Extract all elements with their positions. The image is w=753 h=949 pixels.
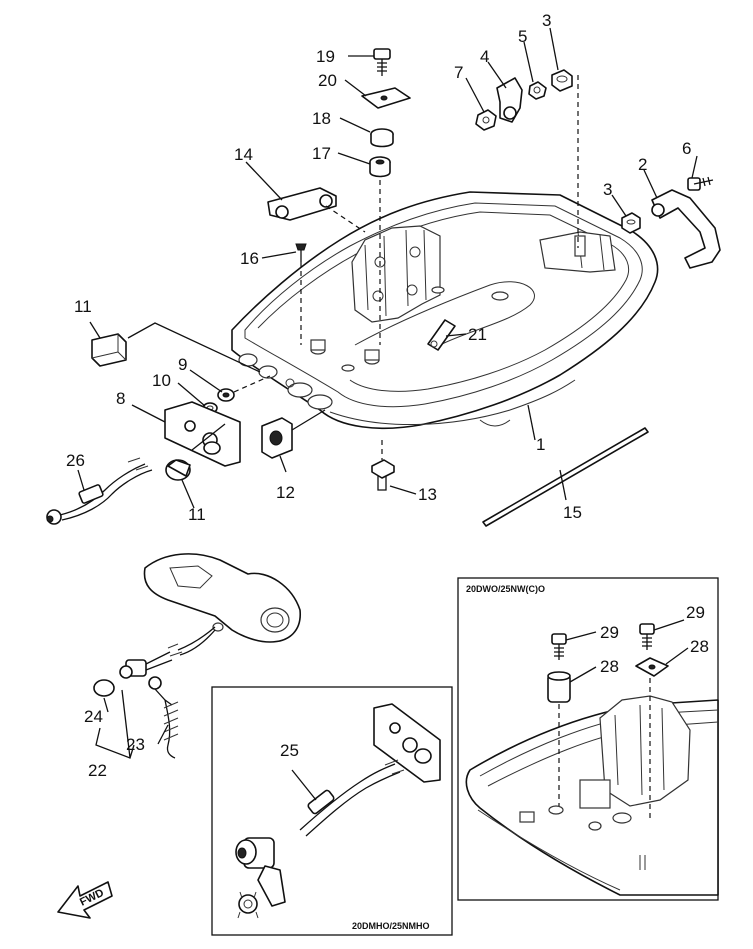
part-3-collar-top <box>551 69 573 92</box>
part-23-switch <box>119 643 183 679</box>
callout-5: 5 <box>518 27 527 46</box>
leader-lines <box>77 27 698 801</box>
fwd-arrow-icon: FWD <box>57 881 113 919</box>
part-20-bolt <box>373 48 391 76</box>
callout-17: 16 <box>240 249 259 268</box>
part-7-nut <box>475 109 497 131</box>
callout-11: 11 <box>74 297 92 316</box>
callout-27: 26 <box>66 451 85 470</box>
part-3-collar-right <box>621 212 641 234</box>
part-13-seal <box>261 417 293 459</box>
callout-3-right: 3 <box>603 180 612 199</box>
part-6-bolt <box>687 176 714 191</box>
callout-14: 13 <box>418 485 437 504</box>
callout-23: 22 <box>88 761 107 780</box>
steering-handle <box>143 553 301 643</box>
inset-right-title: 20DWO/25NW(C)O <box>466 584 545 594</box>
callout-labels: 19 20 18 17 14 16 4 7 5 3 2 6 3 21 1 15 … <box>66 11 709 780</box>
part-24-lanyard <box>148 676 179 759</box>
part-22-clamp <box>427 319 456 351</box>
callout-10: 10 <box>152 371 171 390</box>
callout-8: 8 <box>116 389 125 408</box>
part-5-nut <box>528 81 547 100</box>
part-27-harness <box>46 457 153 525</box>
callout-22: 21 <box>468 325 487 344</box>
part-25-cap <box>93 679 115 697</box>
part-15-bracket <box>267 187 337 221</box>
part-12-plug <box>165 459 191 481</box>
bottom-cowling <box>231 191 659 430</box>
part-16-hose <box>482 427 649 527</box>
callout-18: 17 <box>312 144 331 163</box>
callout-29-left: 29 <box>600 623 619 642</box>
callout-4: 4 <box>480 47 489 66</box>
callout-9: 9 <box>178 355 187 374</box>
part-17-screw <box>295 243 307 262</box>
part-14-drain-plug <box>371 459 395 491</box>
callout-12: 11 <box>188 505 206 524</box>
callout-26: 25 <box>280 741 299 760</box>
callout-29-right: 29 <box>686 603 705 622</box>
inset-bottom <box>211 686 453 936</box>
callout-1: 1 <box>536 435 545 454</box>
callout-19: 18 <box>312 109 331 128</box>
callout-13: 12 <box>276 483 295 502</box>
callout-28-right: 28 <box>690 637 709 656</box>
callout-24: 23 <box>126 735 145 754</box>
callout-3-top: 3 <box>542 11 551 30</box>
inset-right <box>457 577 719 901</box>
callout-25: 24 <box>84 707 103 726</box>
part-21-plate <box>361 87 411 109</box>
callout-28-left: 28 <box>600 657 619 676</box>
callout-6: 6 <box>682 139 691 158</box>
callout-21: 20 <box>318 71 337 90</box>
part-8-plate <box>164 401 241 467</box>
part-4-lever <box>496 77 523 123</box>
callout-7: 7 <box>454 63 463 82</box>
callout-2: 2 <box>638 155 647 174</box>
part-11-plug <box>91 333 127 367</box>
inset-bottom-label: 20DMHO/25NMHO <box>352 921 430 931</box>
part-19-grommet <box>370 128 394 148</box>
part-2-bracket <box>651 189 721 269</box>
callout-15: 14 <box>234 145 253 164</box>
callout-20: 19 <box>316 47 335 66</box>
part-18-grommet <box>369 156 391 178</box>
callout-16: 15 <box>563 503 582 522</box>
